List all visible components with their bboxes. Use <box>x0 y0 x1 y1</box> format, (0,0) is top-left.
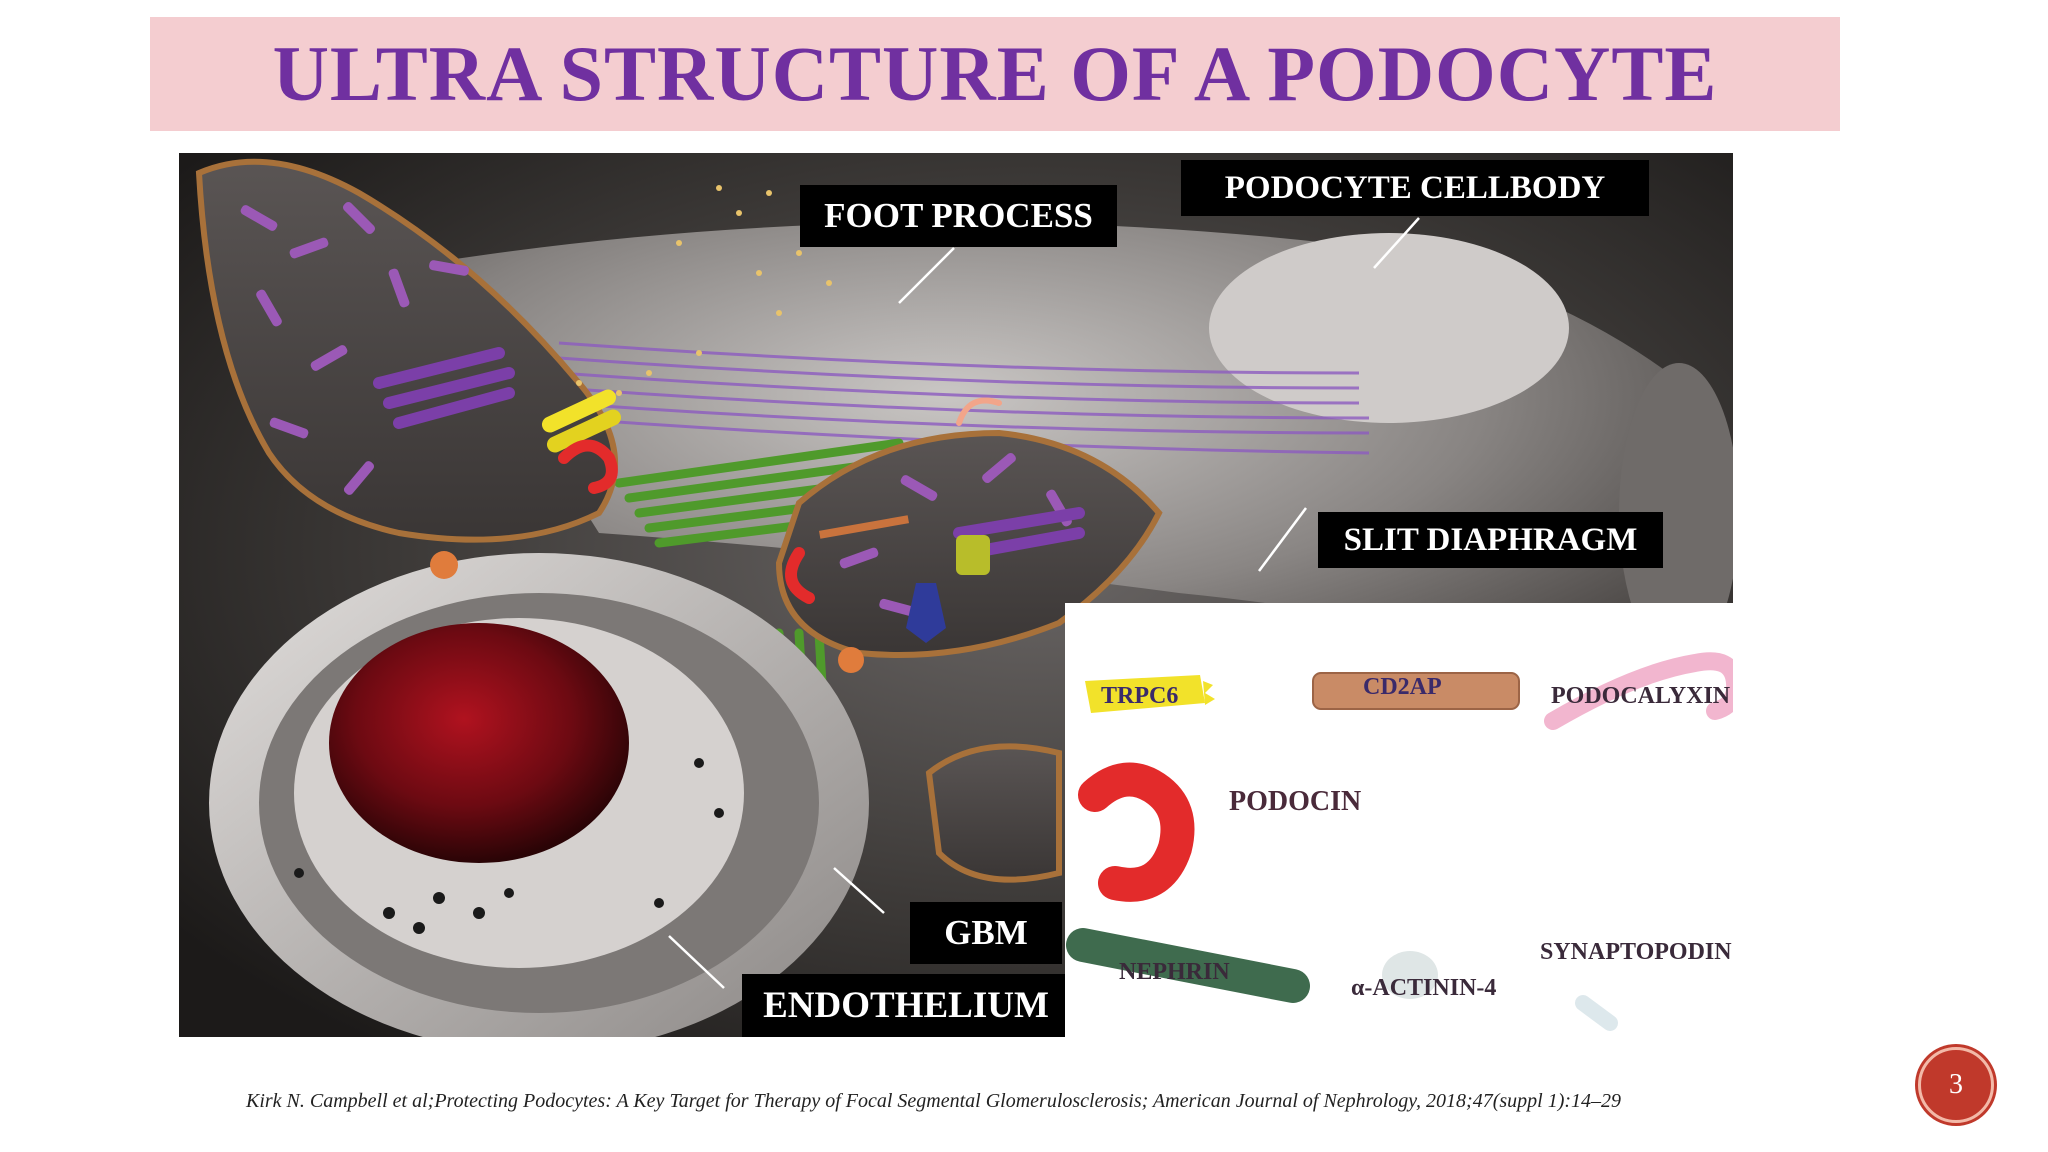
podocyte-illustration: FOOT PROCESS PODOCYTE CELLBODY SLIT DIAP… <box>179 153 1733 1037</box>
trpc6-swatch <box>1085 675 1215 713</box>
title-bar: ULTRA STRUCTURE OF A PODOCYTE <box>150 17 1840 131</box>
label-endothelium: ENDOTHELIUM <box>742 974 1070 1037</box>
legend-label-podocalyxin: PODOCALYXIN <box>1551 683 1731 709</box>
podocalyxin-swatch <box>1544 652 1733 730</box>
label-gbm: GBM <box>910 902 1062 964</box>
podocin-swatch <box>1078 762 1195 902</box>
label-slit-diaphragm: SLIT DIAPHRAGM <box>1318 512 1663 568</box>
synaptopodin-swatch <box>1575 995 1618 1031</box>
label-foot-process: FOOT PROCESS <box>800 185 1117 247</box>
protein-legend: TRPC6 CD2AP PODOCALYXIN PODOCIN NEPHRIN … <box>1065 603 1733 1037</box>
slide-title: ULTRA STRUCTURE OF A PODOCYTE <box>272 30 1718 117</box>
legend-label-trpc6: TRPC6 <box>1101 683 1179 709</box>
legend-label-podocin: PODOCIN <box>1229 786 1362 817</box>
label-podocyte-cellbody: PODOCYTE CELLBODY <box>1181 160 1649 216</box>
citation: Kirk N. Campbell et al;Protecting Podocy… <box>246 1090 1622 1112</box>
legend-label-nephrin: NEPHRIN <box>1119 959 1230 985</box>
legend-artwork <box>1066 652 1733 1031</box>
cd2ap-swatch <box>1312 672 1520 710</box>
alpha-actinin-4-swatch <box>1382 951 1438 999</box>
nephrin-swatch <box>1066 928 1310 1003</box>
legend-label-synaptopodin: SYNAPTOPODIN <box>1540 939 1732 965</box>
legend-label-cd2ap: CD2AP <box>1363 674 1442 700</box>
page-number-badge: 3 <box>1918 1047 1994 1123</box>
legend-label-alpha-actinin-4: α-ACTININ-4 <box>1351 975 1497 1001</box>
illustration-artwork <box>179 153 1733 1037</box>
